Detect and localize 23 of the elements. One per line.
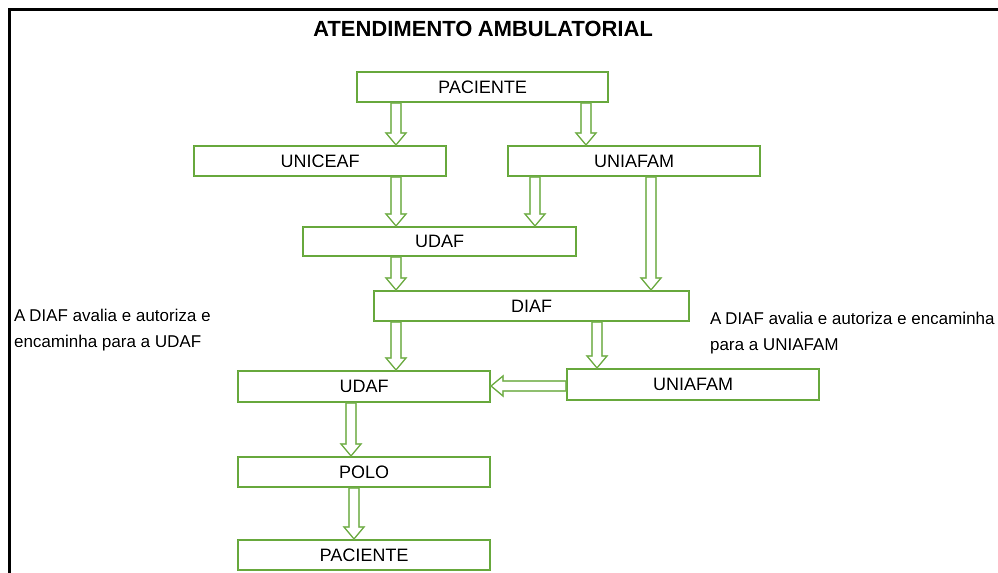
block-arrow <box>384 256 408 292</box>
block-arrow <box>384 102 408 146</box>
process-box: PACIENTE <box>356 71 609 103</box>
block-arrow <box>384 176 408 228</box>
title: ATENDIMENTO AMBULATORIAL <box>312 15 654 43</box>
process-box: POLO <box>237 456 491 488</box>
block-arrow <box>639 176 663 292</box>
block-arrow <box>574 102 598 146</box>
block-arrow <box>339 402 363 458</box>
note-text: A DIAF avalia e autoriza e encaminha para a UDAF <box>14 305 212 353</box>
block-arrow <box>490 374 567 398</box>
process-box: UDAF <box>237 370 491 403</box>
process-box: UNICEAF <box>193 145 447 177</box>
process-box: PACIENTE <box>237 539 491 571</box>
block-arrow <box>585 321 609 370</box>
note-text: A DIAF avalia e autoriza e encaminha para a UNIAFAM <box>710 308 995 356</box>
process-box: UDAF <box>302 226 577 257</box>
block-arrow <box>384 321 408 372</box>
process-box: UNIAFAM <box>507 145 761 177</box>
block-arrow <box>342 487 366 540</box>
process-box: DIAF <box>373 290 690 322</box>
process-box: UNIAFAM <box>566 368 820 401</box>
block-arrow <box>523 176 547 228</box>
